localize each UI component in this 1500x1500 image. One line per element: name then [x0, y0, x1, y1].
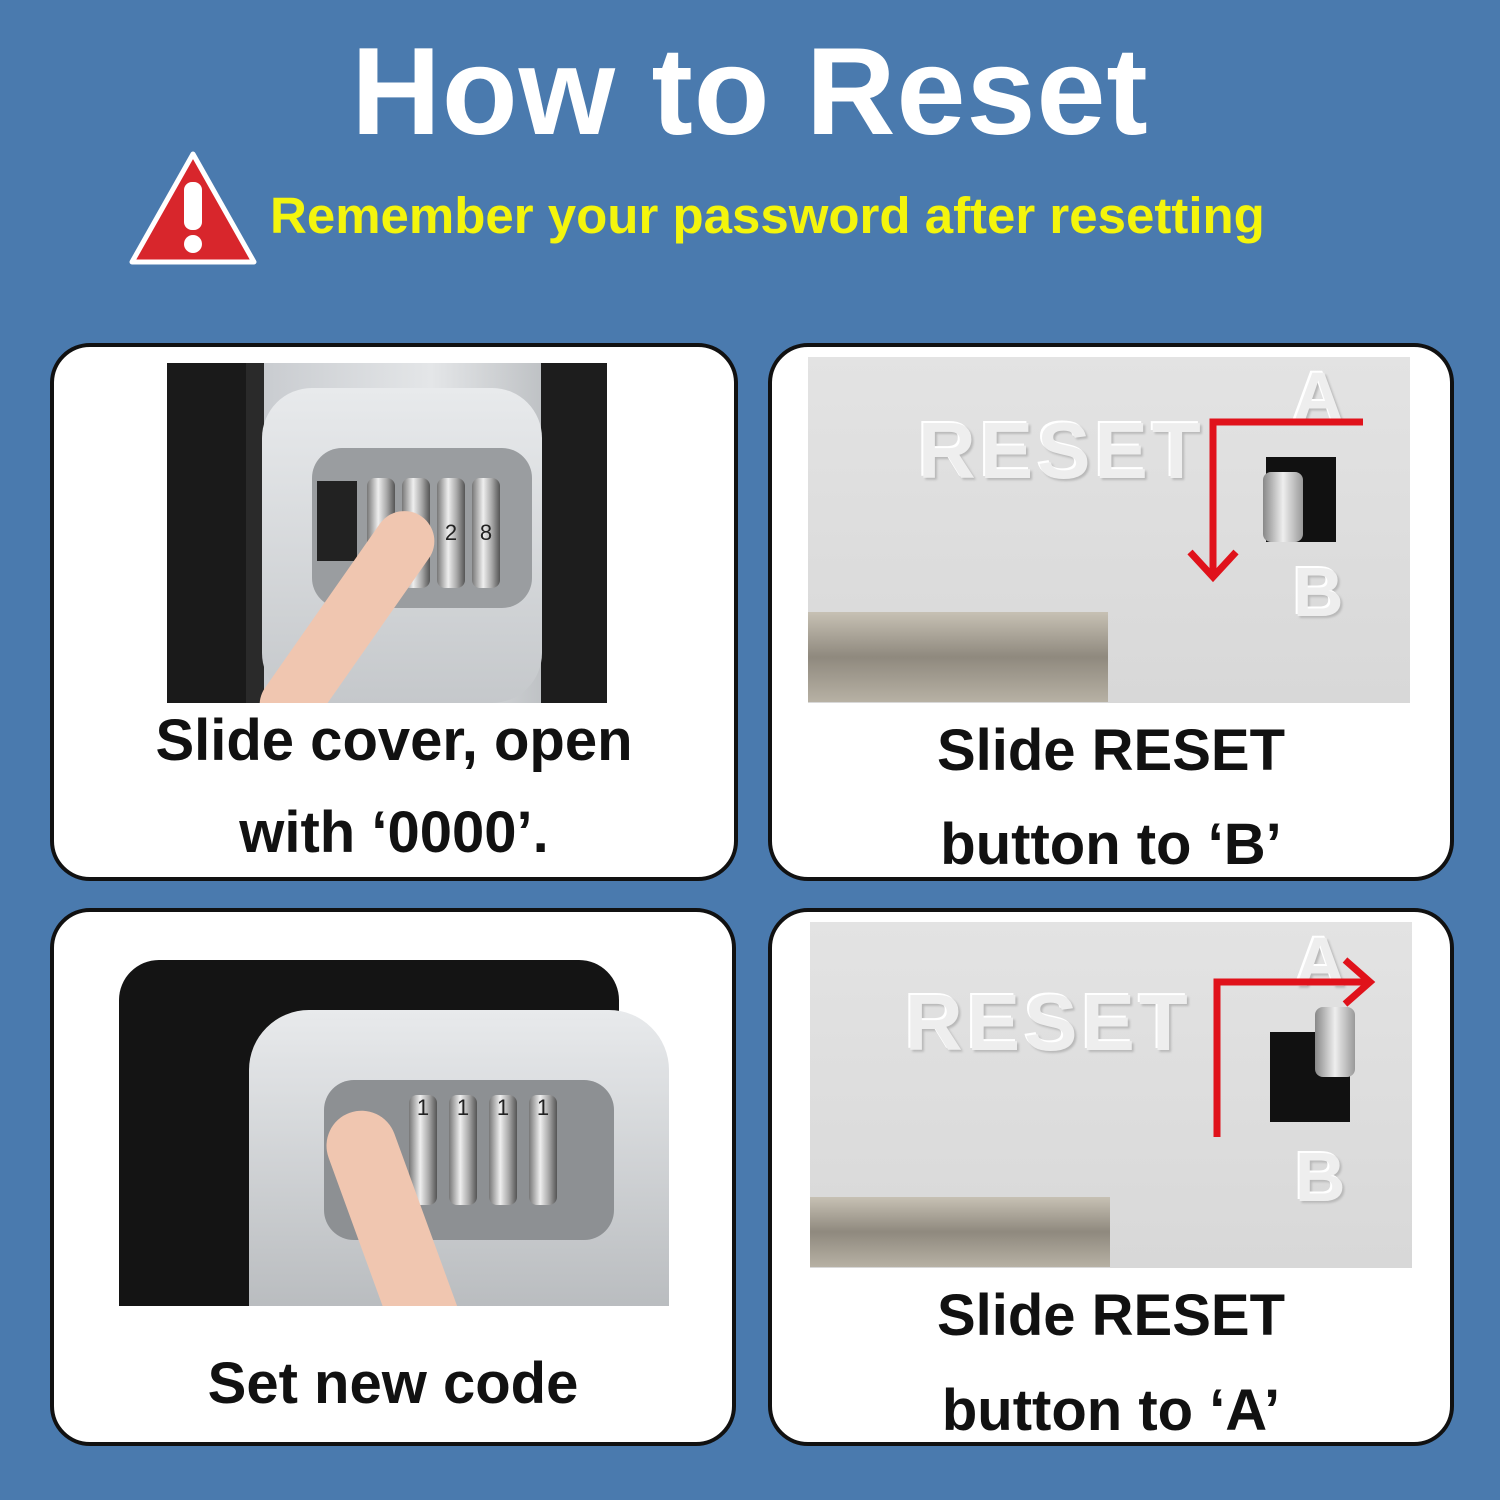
step-card-set-code: 1 1 1 1 Set new code [50, 908, 736, 1446]
step-card-reset-a: RESET A B Slide RESET button to ‘A’ [768, 908, 1454, 1446]
step-caption: Set new code [207, 1351, 579, 1416]
dial: 1 [489, 1095, 517, 1205]
position-b-label: B [1295, 1138, 1350, 1216]
warning-text: Remember your password after resetting [270, 187, 1265, 244]
step-caption: button to ‘A’ [941, 1378, 1281, 1443]
step-caption: Slide RESET [936, 1283, 1286, 1348]
step-caption: button to ‘B’ [940, 812, 1282, 877]
step-caption: Slide cover, open [155, 708, 633, 773]
step-card-reset-b: RESET A B Slide RESET button to ‘B’ [768, 343, 1454, 881]
reset-label: RESET [905, 978, 1192, 1067]
step-caption: Slide RESET [936, 718, 1286, 783]
step-card-open: 2 8 Slide cover, open with ‘0000’. [50, 343, 738, 881]
reset-label: RESET [918, 406, 1205, 495]
lockbox-photo: 2 8 [167, 363, 607, 703]
position-b-label: B [1293, 553, 1348, 631]
page-title: How to Reset [351, 23, 1149, 161]
exclamation-triangle-icon [129, 151, 257, 265]
dial: 1 [449, 1095, 477, 1205]
reset-photo: RESET A B [810, 922, 1412, 1268]
arrow-right-icon [1213, 957, 1376, 1137]
reset-photo: RESET A B [808, 357, 1410, 703]
dial: 1 [529, 1095, 557, 1205]
position-a-label: A [1295, 923, 1350, 1001]
lockbox-photo: 1 1 1 1 [119, 960, 685, 1306]
arrow-down-icon [1187, 418, 1363, 583]
dial: 2 [437, 478, 465, 588]
step-caption: with ‘0000’. [239, 800, 549, 865]
dial: 8 [472, 478, 500, 588]
